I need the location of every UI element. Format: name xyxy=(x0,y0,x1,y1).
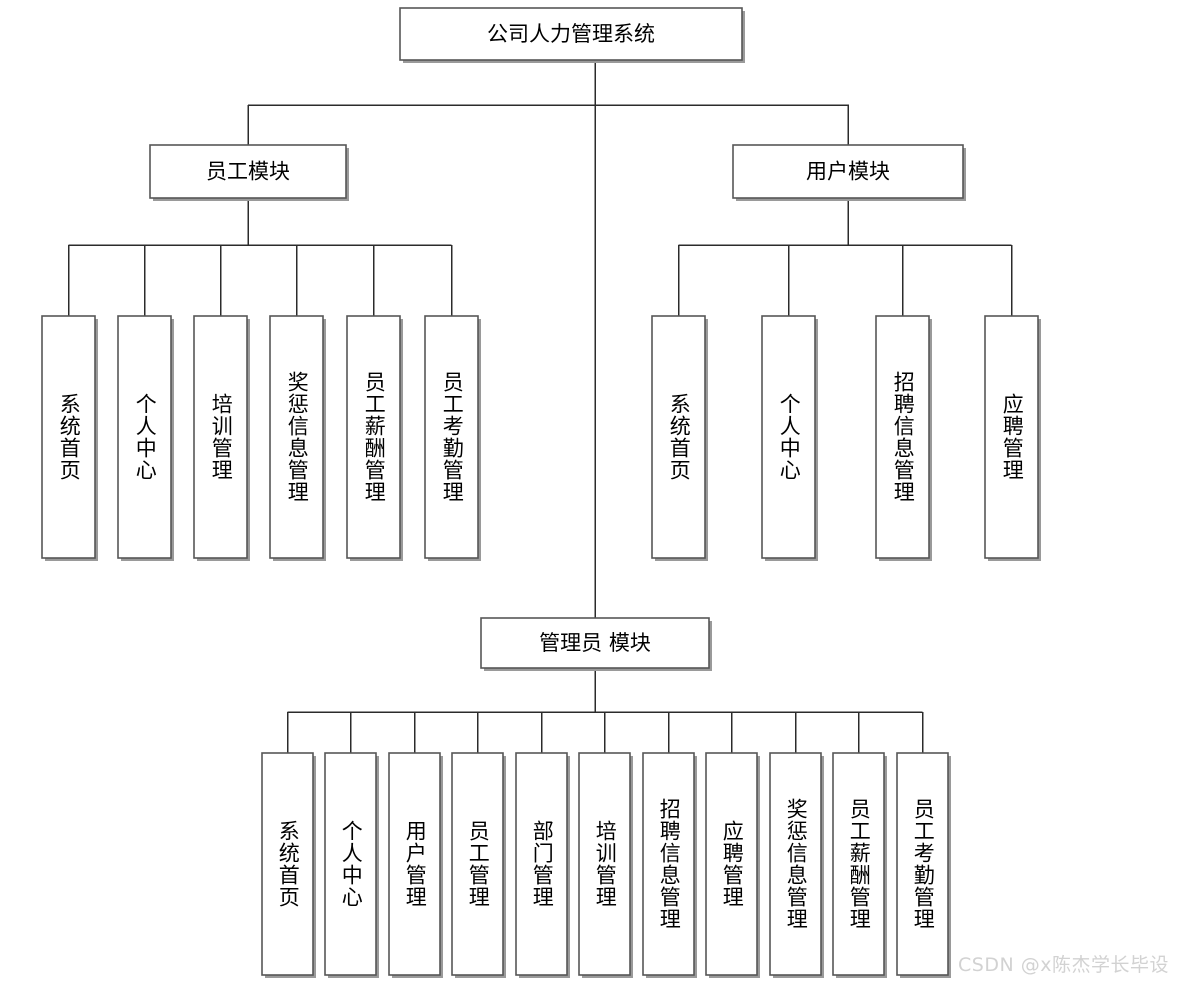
node-box-layer xyxy=(41,7,1041,978)
node-employee-module-leaf-系统首页[interactable] xyxy=(41,315,96,559)
node-user-module-leaf-应聘管理[interactable] xyxy=(984,315,1039,559)
node-user-module[interactable] xyxy=(732,144,964,199)
node-admin-module-leaf-应聘管理[interactable] xyxy=(705,752,758,976)
node-admin-module-leaf-个人中心[interactable] xyxy=(324,752,377,976)
connector-layer xyxy=(67,60,1013,753)
node-employee-module-leaf-员工考勤管理[interactable] xyxy=(424,315,479,559)
node-employee-module[interactable] xyxy=(149,144,347,199)
node-admin-module-leaf-招聘信息管理[interactable] xyxy=(642,752,695,976)
node-admin-module-label: 管理员 模块 xyxy=(539,631,651,655)
node-root[interactable] xyxy=(399,7,743,61)
node-root-label: 公司人力管理系统 xyxy=(487,22,655,46)
node-admin-module[interactable] xyxy=(480,617,710,669)
node-employee-module-leaf-培训管理[interactable] xyxy=(193,315,248,559)
node-employee-module-leaf-个人中心[interactable] xyxy=(117,315,172,559)
node-admin-module-leaf-培训管理[interactable] xyxy=(578,752,631,976)
node-user-module-leaf-招聘信息管理[interactable] xyxy=(875,315,930,559)
node-user-module-label: 用户模块 xyxy=(806,160,890,184)
node-admin-module-leaf-员工管理[interactable] xyxy=(451,752,504,976)
node-employee-module-leaf-奖惩信息管理[interactable] xyxy=(269,315,324,559)
node-employee-module-label: 员工模块 xyxy=(206,160,290,184)
watermark: CSDN @x陈杰学长毕设 xyxy=(958,954,1169,976)
node-admin-module-leaf-系统首页[interactable] xyxy=(261,752,314,976)
node-admin-module-leaf-部门管理[interactable] xyxy=(515,752,568,976)
node-admin-module-leaf-奖惩信息管理[interactable] xyxy=(769,752,822,976)
node-admin-module-leaf-员工考勤管理[interactable] xyxy=(896,752,949,976)
node-admin-module-leaf-员工薪酬管理[interactable] xyxy=(832,752,885,976)
node-admin-module-leaf-用户管理[interactable] xyxy=(388,752,441,976)
node-user-module-leaf-个人中心[interactable] xyxy=(761,315,816,559)
node-employee-module-leaf-员工薪酬管理[interactable] xyxy=(346,315,401,559)
node-user-module-leaf-系统首页[interactable] xyxy=(651,315,706,559)
